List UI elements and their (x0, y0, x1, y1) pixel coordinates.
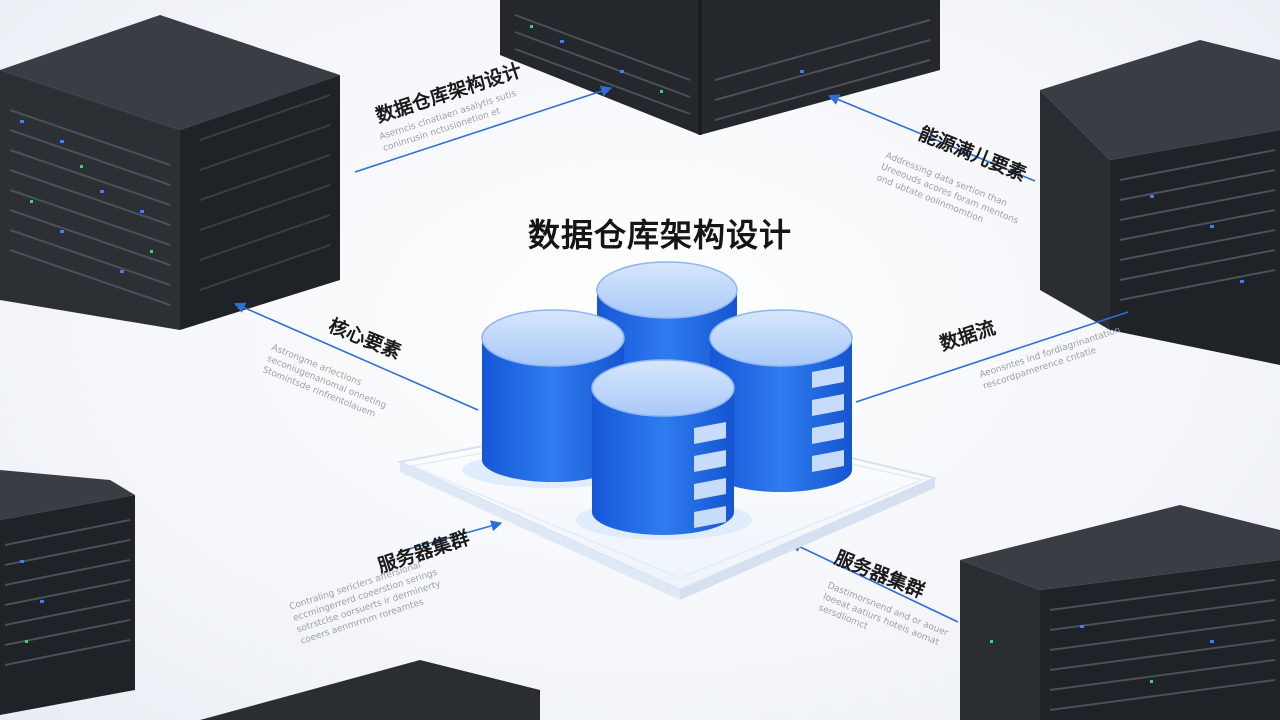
server-rack-top-left (0, 15, 340, 330)
connector-middle-left (233, 302, 479, 411)
server-rack-top-center (500, 0, 940, 135)
database-cylinder-left (481, 309, 625, 482)
database-cylinder-right (709, 309, 853, 492)
disk-slots-right (812, 366, 844, 472)
diagram-title: 数据仓库架构设计 (527, 216, 792, 254)
connector-top-right (827, 94, 1036, 182)
connector-middle-right (855, 311, 1129, 403)
server-rack-bottom-left (0, 470, 540, 720)
server-units-top-left (9, 109, 171, 306)
connectors (233, 85, 1129, 623)
server-rack-top-right (1040, 40, 1280, 365)
connector-bottom-right (789, 541, 959, 623)
connector-top-left (354, 85, 613, 173)
database-cylinder-front (591, 359, 735, 535)
server-rack-bottom-right (960, 505, 1280, 720)
status-leds-top-left (20, 120, 144, 273)
connector-bottom-left (397, 520, 503, 553)
disk-slots-front (694, 422, 726, 528)
